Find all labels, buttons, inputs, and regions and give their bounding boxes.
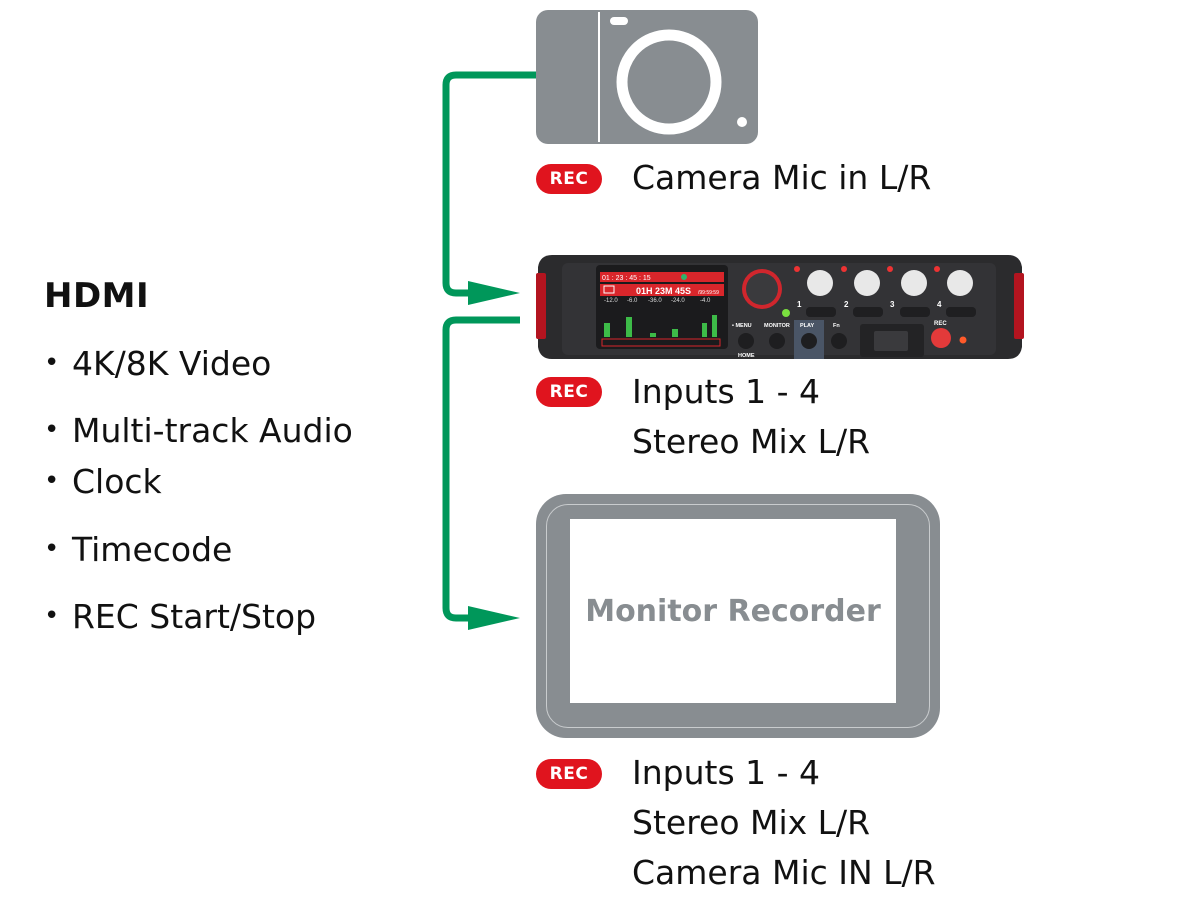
level-value: -4.0	[700, 298, 711, 304]
hdmi-item: • Timecode	[44, 530, 232, 569]
hdmi-item-label: Clock	[72, 462, 162, 501]
bullet-icon: •	[44, 534, 60, 564]
fn-button-label: Fn	[833, 323, 840, 329]
recorder-description-line: Inputs 1 - 4	[632, 372, 821, 411]
hdmi-item: • Multi-track Audio	[44, 411, 353, 450]
recorder-to-monitor-line	[442, 316, 520, 622]
rec-badge: REC	[536, 377, 602, 407]
monitor-screen: Monitor Recorder	[570, 519, 896, 703]
hdmi-item-label: REC Start/Stop	[72, 597, 317, 636]
knob-label: 2	[844, 300, 849, 309]
monitor-bezel-line	[546, 504, 930, 728]
bullet-icon: •	[44, 466, 60, 496]
monitor-recorder-label: Monitor Recorder	[585, 593, 881, 629]
screen-remaining: /99:59:59	[698, 290, 719, 296]
field-recorder-icon: 01 : 23 : 45 : 15 01H 23M 45S /99:59:59 …	[536, 255, 1024, 359]
bullet-icon: •	[44, 348, 60, 378]
rec-badge: REC	[536, 164, 602, 194]
camera-description: Camera Mic in L/R	[632, 153, 931, 203]
screen-rec-time: 01H 23M 45S	[636, 286, 691, 296]
recorder-description: Inputs 1 - 4 Stereo Mix L/R	[632, 367, 870, 467]
menu-button-label: • MENU	[732, 323, 752, 329]
hdmi-item: • REC Start/Stop	[44, 597, 316, 636]
monitor-description-line: Camera Mic IN L/R	[632, 853, 936, 892]
monitor-description-line: Stereo Mix L/R	[632, 803, 871, 842]
knob-label: 1	[797, 300, 802, 309]
play-button-label: PLAY	[800, 323, 814, 329]
level-value: -24.0	[671, 298, 685, 304]
hdmi-item-label: Multi-track Audio	[72, 411, 353, 450]
screen-timecode: 01 : 23 : 45 : 15	[602, 275, 651, 282]
camera-icon	[536, 10, 758, 144]
bullet-icon: •	[44, 415, 60, 445]
arrow-to-monitor-icon	[468, 606, 520, 630]
recorder-description-line: Stereo Mix L/R	[632, 422, 871, 461]
hdmi-item: • Clock	[44, 462, 162, 501]
hdmi-item-label: Timecode	[72, 530, 233, 569]
level-value: -36.0	[648, 298, 662, 304]
monitor-recorder-icon: Monitor Recorder	[536, 494, 940, 738]
arrow-to-recorder-icon	[468, 281, 520, 305]
rec-badge: REC	[536, 759, 602, 789]
bullet-icon: •	[44, 601, 60, 631]
level-value: -12.0	[604, 298, 618, 304]
monitor-description-line: Inputs 1 - 4	[632, 753, 821, 792]
knob-label: 4	[937, 300, 942, 309]
rec-button-label: REC	[934, 321, 947, 327]
monitor-button-label: MONITOR	[764, 323, 790, 329]
home-button-label: HOME	[738, 353, 755, 359]
camera-description-line: Camera Mic in L/R	[632, 158, 932, 197]
monitor-description: Inputs 1 - 4 Stereo Mix L/R Camera Mic I…	[632, 748, 936, 898]
knob-label: 3	[890, 300, 895, 309]
hdmi-item-label: 4K/8K Video	[72, 344, 272, 383]
hdmi-title: HDMI	[44, 276, 150, 316]
hdmi-item: • 4K/8K Video	[44, 344, 271, 383]
level-value: -6.0	[627, 298, 638, 304]
camera-to-recorder-line	[442, 71, 536, 297]
